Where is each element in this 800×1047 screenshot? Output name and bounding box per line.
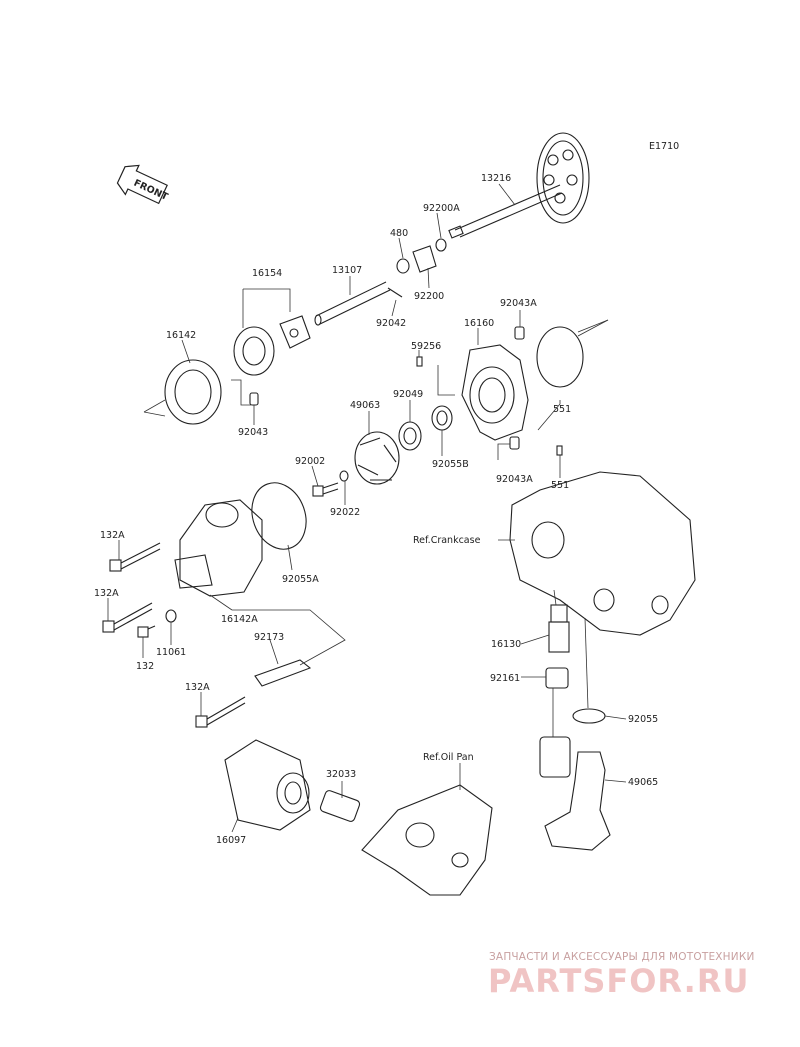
part-labels: E1710 13216 92200A 480 92200 13107 92042…	[94, 141, 679, 846]
pump-body-16142a	[174, 499, 263, 597]
label-16142a: 16142A	[221, 614, 258, 625]
oil-pan-ref	[361, 784, 493, 896]
label-49063: 92049	[393, 389, 423, 400]
dowel-92043a-top	[514, 326, 525, 340]
relief-valve-16130	[548, 604, 570, 653]
o-ring-92055b	[536, 326, 584, 388]
ref-crankcase: Ref.Crankcase	[413, 535, 481, 546]
label-59256: 49063	[350, 400, 380, 411]
oil-filter-16097	[224, 739, 311, 831]
pump-housing-16160	[461, 344, 529, 441]
label-92002: 92002	[295, 456, 325, 467]
label-92042: 92042	[376, 318, 406, 329]
bolt-132	[137, 625, 156, 638]
pin-551-top	[416, 356, 423, 367]
leader-lines	[107, 183, 627, 833]
label-92043a-bottom: 92043A	[496, 474, 533, 485]
label-92043a-top: 92043A	[500, 298, 537, 309]
label-13216: 13216	[481, 173, 511, 184]
pin-551-bottom	[556, 445, 563, 456]
bracket-92173	[254, 659, 312, 687]
rotor-16154	[233, 315, 311, 376]
label-480: 480	[390, 228, 408, 239]
label-32033: 32033	[326, 769, 356, 780]
label-13107: 13107	[332, 265, 362, 276]
diagram-code: E1710	[649, 141, 679, 152]
seal-49063	[398, 421, 422, 451]
o-ring-92055a	[251, 482, 307, 550]
dowel-92043	[249, 392, 259, 406]
label-92055: 92055	[628, 714, 658, 725]
label-92173: 92173	[254, 632, 284, 643]
plate-92200	[412, 245, 437, 273]
dowel-92043a-bottom	[509, 436, 520, 450]
label-11061: 11061	[156, 647, 186, 658]
crankcase-ref	[509, 471, 696, 636]
front-arrow-icon: FRONT	[116, 164, 170, 205]
impeller-59256	[354, 431, 400, 485]
label-16160: 16160	[464, 318, 494, 329]
label-16097: 16097	[216, 835, 246, 846]
bolt-92002	[312, 482, 339, 497]
shaft-13107	[314, 281, 391, 326]
pipe-32033	[319, 790, 361, 822]
label-92200: 92200	[414, 291, 444, 302]
label-16130: 16130	[491, 639, 521, 650]
label-49065: 49065	[628, 777, 658, 788]
bolt-132a-3	[195, 696, 246, 728]
seal-92049	[431, 405, 453, 431]
label-16142: 16142	[166, 330, 196, 341]
ref-oil-pan: Ref.Oil Pan	[423, 752, 474, 763]
label-92043: 92043	[238, 427, 268, 438]
pin-92042	[387, 287, 403, 298]
watermark-tagline: ЗАПЧАСТИ И АКСЕССУАРЫ ДЛЯ МОТОТЕХНИКИ	[489, 951, 755, 963]
pump-cover-16142	[143, 359, 222, 425]
strainer-49065	[539, 736, 611, 851]
label-551-top: 59256	[411, 341, 441, 352]
label-132a-1: 132A	[100, 530, 125, 541]
gasket-11061	[165, 609, 177, 623]
label-551-bottom: 551	[551, 480, 569, 491]
label-92049: 92055B	[432, 459, 469, 470]
label-132: 132	[136, 661, 154, 672]
washer-92200a	[435, 238, 447, 252]
label-132a-3: 132A	[185, 682, 210, 693]
label-92055a: 92055A	[282, 574, 319, 585]
circlip-480	[396, 258, 410, 274]
watermark-brand: PARTSFOR.RU	[488, 962, 750, 1000]
collar-92161	[545, 667, 569, 689]
label-92022: 92022	[330, 507, 360, 518]
label-92055b: 551	[553, 404, 571, 415]
washer-92022	[339, 470, 349, 482]
label-92200a: 92200A	[423, 203, 460, 214]
label-132a-2: 132A	[94, 588, 119, 599]
bolt-132a-1	[109, 542, 161, 572]
label-92161: 92161	[490, 673, 520, 684]
o-ring-92055	[572, 708, 606, 724]
bolt-132a-2	[102, 602, 153, 633]
gear-shaft	[448, 132, 590, 239]
label-16154: 16154	[252, 268, 282, 279]
